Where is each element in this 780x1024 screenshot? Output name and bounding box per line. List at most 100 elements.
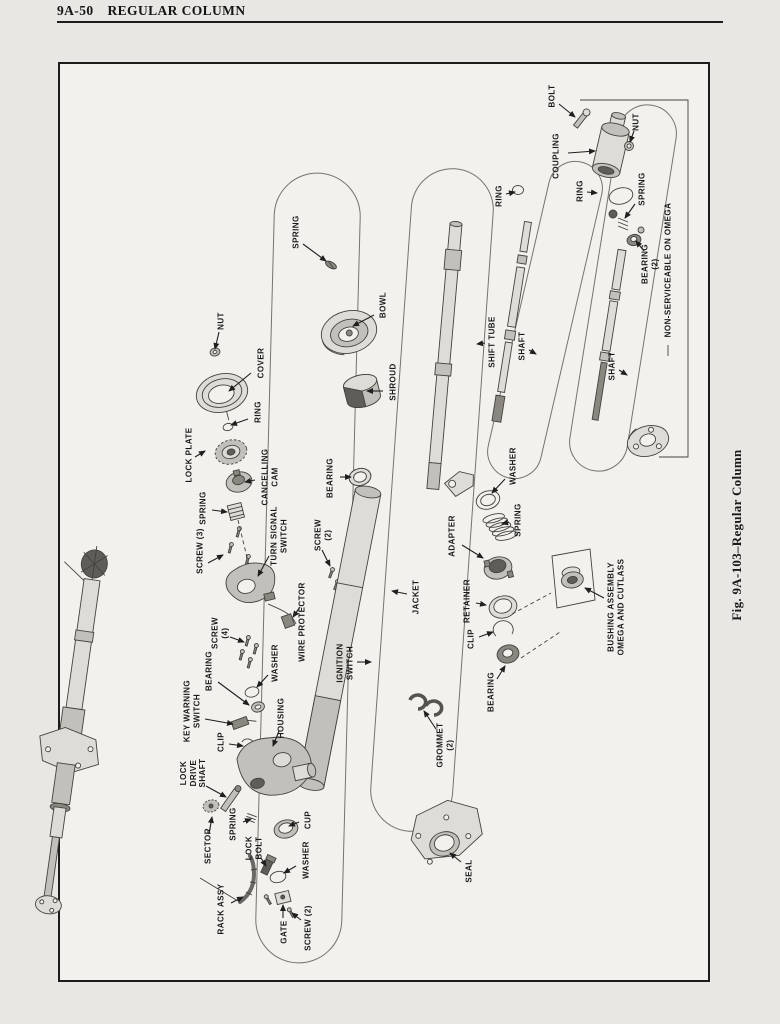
leader-arrow (229, 742, 244, 749)
leader-arrow (288, 820, 299, 827)
leader-arrow (584, 588, 604, 598)
leader-arrow (256, 675, 268, 688)
leader-arrow (559, 104, 576, 118)
part-retainer (484, 583, 520, 621)
leader-arrow (213, 332, 219, 350)
part-screws-3 (227, 526, 251, 565)
section-title: REGULAR COLUMN (107, 3, 246, 18)
figure-frame (58, 62, 710, 982)
leader-arrow (208, 555, 224, 563)
page-header: 9A-50 REGULAR COLUMN (57, 3, 245, 19)
part-lock-drive-shaft (221, 784, 243, 811)
part-shaft-d (590, 249, 627, 420)
part-nut-d (624, 141, 635, 152)
part-shaft-middle (491, 221, 532, 422)
leader-arrow (624, 204, 635, 219)
leader-arrow (206, 786, 227, 798)
part-lock-bolt (260, 855, 276, 876)
part-ring-small (222, 422, 233, 431)
header-rule (57, 21, 723, 23)
part-gate (275, 890, 291, 904)
leader-arrow (501, 519, 509, 526)
part-housing (234, 730, 317, 802)
part-shroud (342, 371, 383, 410)
leader-arrow (230, 637, 245, 643)
leader-arrow (497, 665, 506, 679)
section-code: 9A-50 (57, 3, 94, 18)
part-flange-d (624, 421, 673, 461)
leader-arrow (283, 866, 296, 874)
part-washer-housing (244, 685, 260, 698)
part-adapter (482, 554, 515, 583)
part-grommets (410, 695, 442, 715)
assembly-dashes-c (512, 593, 560, 658)
part-screws-4 (238, 635, 259, 668)
leader-arrow (619, 369, 628, 376)
part-spring-d (609, 210, 628, 230)
part-coupling (591, 110, 633, 180)
part-bearing-housing (250, 701, 265, 714)
leader-arrow (257, 556, 269, 577)
part-bearing-upper (347, 466, 372, 488)
leader-arrow (228, 373, 251, 392)
assembled-column (15, 542, 128, 918)
leader-arrow (462, 545, 484, 559)
part-shift-lever-bracket (442, 467, 478, 498)
leader-arrow (449, 852, 461, 862)
leader-arrow (568, 148, 596, 155)
bushing-assembly-box (552, 549, 595, 608)
part-lock-washer (269, 870, 287, 885)
leader-arrow (205, 719, 234, 726)
part-cancelling-cam (223, 467, 254, 495)
leader-arrow (218, 682, 250, 706)
leader-arrow (303, 244, 327, 262)
leader-arrow (291, 912, 301, 920)
leader-arrow (272, 731, 279, 747)
part-bolt (573, 108, 592, 129)
leader-arrow (208, 816, 214, 834)
leader-arrow (529, 348, 537, 355)
leader-arrow (195, 450, 206, 457)
part-cam-spring (227, 503, 244, 521)
part-bearing-d (626, 227, 644, 247)
leader-arrows (195, 104, 644, 920)
part-sector (202, 798, 220, 814)
part-ring-d (607, 185, 634, 206)
leader-arrow (352, 315, 374, 326)
leader-arrow (391, 589, 407, 596)
leader-arrow (476, 340, 485, 347)
leader-arrow (244, 477, 255, 484)
part-spring-top (324, 259, 337, 270)
leader-arrow (635, 240, 644, 251)
leader-arrow (587, 189, 598, 196)
part-jacket (297, 484, 381, 792)
non-serviceable-bracket (580, 100, 688, 457)
leader-arrow (479, 631, 494, 637)
leader-arrow (322, 550, 330, 567)
part-rack-assy (200, 856, 257, 902)
leader-arrow (476, 600, 487, 607)
part-seal (403, 793, 488, 867)
part-clip-c (493, 621, 513, 636)
leader-arrow (230, 419, 248, 426)
leader-arrow (231, 897, 244, 903)
leader-arrow (260, 858, 267, 867)
leader-arrow (629, 131, 635, 143)
part-washer-c (474, 488, 502, 513)
part-ring-c (513, 186, 524, 195)
part-spring-c (482, 510, 518, 544)
part-cover (192, 368, 254, 426)
part-lock-plate (213, 436, 250, 467)
part-wire-protector (281, 614, 295, 629)
part-bearing-c (495, 643, 521, 666)
part-turn-signal-switch (222, 558, 280, 609)
leader-arrow (243, 818, 252, 824)
leader-arrow (212, 508, 228, 515)
part-cup (272, 817, 300, 840)
leader-arrow (491, 479, 505, 494)
leader-arrow (506, 190, 516, 197)
figure-caption: Fig. 9A-103–Regular Column (729, 449, 744, 621)
part-bowl (317, 305, 381, 359)
